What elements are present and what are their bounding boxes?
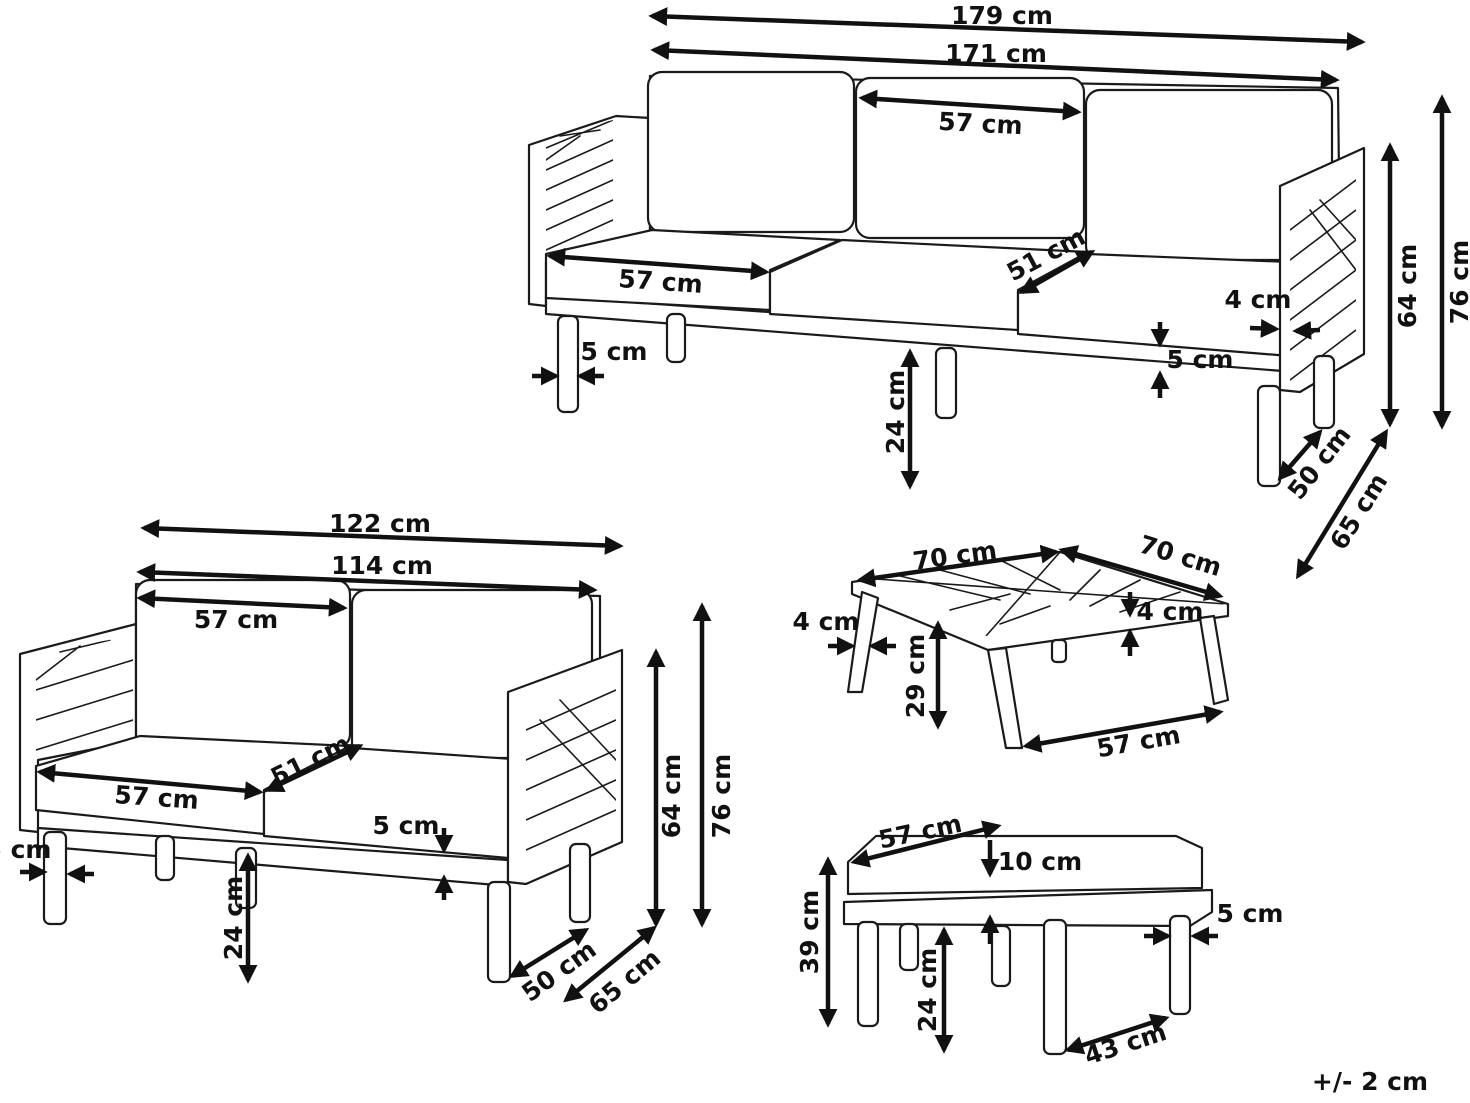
sofa2-back-cushion-label: 57 cm — [194, 605, 278, 634]
table-leg-front-center — [986, 646, 1024, 750]
sofa3-dim-4-right — [1292, 320, 1321, 340]
sofa2-leg-back-left — [154, 834, 176, 882]
sofa3-left-arm-slats — [546, 120, 613, 251]
ottoman-dim-57 — [850, 820, 1002, 868]
sofa3-dim-51 — [1018, 250, 1096, 294]
sofa3-dim-171 — [650, 41, 1340, 89]
sofa2-leg-front-right — [486, 880, 512, 984]
ottoman-leg-front-left — [856, 920, 880, 1028]
sofa3-leg-front-left — [556, 314, 580, 414]
sofa2-leg-width-label: 5 cm — [0, 835, 51, 864]
sofa2-back-height-label: 64 cm — [657, 754, 686, 838]
sofa3-leg-front-right — [1256, 384, 1282, 488]
sofa2-dim-114 — [136, 563, 598, 599]
sofa3-dim-57-back — [858, 89, 1082, 121]
ottoman-leg-middle — [990, 924, 1012, 988]
sofa3-leg-center — [934, 346, 958, 420]
sofa3-total-depth-label: 65 cm — [1324, 468, 1393, 555]
tolerance-note: +/- 2 cm — [1312, 1067, 1428, 1096]
ottoman-height-label: 39 cm — [795, 890, 824, 974]
sofa2-seat-width-label: 114 cm — [331, 551, 433, 580]
sofa3-total-height-label: 76 cm — [1445, 240, 1470, 324]
sofa2-total-width-label: 122 cm — [329, 509, 431, 538]
sofa2-dim-51 — [264, 743, 364, 793]
sofa2-right-arm — [506, 648, 624, 886]
table-height-label: 29 cm — [901, 634, 930, 718]
sofa3-cushion-thickness-label: 4 cm — [1225, 285, 1292, 314]
sofa2-total-height-label: 76 cm — [707, 754, 736, 838]
table-leg-front-right — [1198, 614, 1230, 706]
table-base-width-label: 57 cm — [1094, 720, 1182, 763]
ottoman-frame — [842, 888, 1214, 928]
ottoman-leg-front-right — [1042, 918, 1068, 1056]
sofa3-back-cushion-label: 57 cm — [938, 107, 1024, 140]
sofa3-dim-65 — [1296, 428, 1388, 580]
sofa3-total-width-label: 179 cm — [951, 1, 1053, 30]
sofa2-dim-57-seat — [36, 763, 264, 801]
ottoman-dim-43 — [1064, 1013, 1170, 1055]
sofa2-dim-57-back — [136, 589, 348, 617]
sofa2-leg-height-label: 24 cm — [219, 876, 248, 960]
sofa3-seat-width-label: 171 cm — [945, 39, 1047, 68]
two-seat-sofa — [18, 578, 624, 984]
sofa3-seat-cushion-2 — [768, 238, 1090, 332]
ottoman-leg-height-label: 24 cm — [913, 948, 942, 1032]
sofa2-dim-122 — [140, 519, 624, 555]
sofa2-leg-back-right — [568, 842, 592, 924]
sofa2-cushion-thickness-label: 5 cm — [373, 811, 440, 840]
table-dim-70-left — [856, 544, 1060, 588]
ottoman-depth-label: 43 cm — [1081, 1017, 1170, 1071]
ottoman-frame-label: 5 cm — [1217, 899, 1284, 928]
dimension-lines — [20, 7, 1452, 1055]
sofa3-leg-back-left — [665, 312, 687, 364]
sofa3-dim-57-seat — [546, 247, 770, 281]
sofa2-right-arm-slats — [526, 689, 616, 851]
table-leg-back — [1050, 638, 1068, 664]
table-leg-thickness-label: 4 cm — [793, 607, 860, 636]
table-dim-70-right — [1058, 545, 1224, 601]
sofa3-leg-width-label: 5 cm — [581, 337, 648, 366]
sofa3-back-cushion-1 — [646, 70, 856, 234]
ottoman-leg-back-left — [898, 922, 920, 972]
table-dim-57 — [1022, 705, 1224, 753]
sofa3-leg-back-right — [1312, 354, 1336, 430]
sofa3-seat-cushion-label: 57 cm — [617, 264, 703, 299]
sofa3-leg-height-label: 24 cm — [881, 370, 910, 454]
ottoman-leg-back-right — [1168, 914, 1192, 1016]
table-leg-front-left — [846, 590, 880, 694]
sofa2-seat-cushion-label: 57 cm — [113, 780, 199, 815]
ottoman-cushion-label: 10 cm — [998, 847, 1082, 876]
table-top-thickness-label: 4 cm — [1137, 597, 1204, 626]
sofa2-dim-65 — [563, 925, 657, 1003]
sofa3-frame-thickness-label: 5 cm — [1167, 345, 1234, 374]
sofa3-dim-4-left — [1249, 318, 1280, 338]
sofa3-dim-179 — [648, 7, 1366, 51]
sofa3-back-height-label: 64 cm — [1393, 244, 1422, 328]
